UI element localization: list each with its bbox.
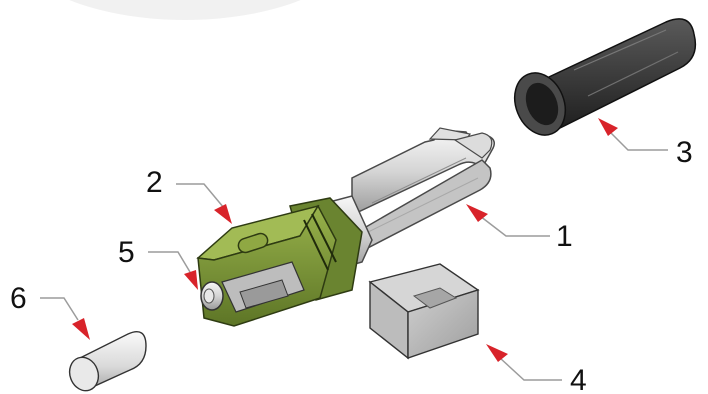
callout-3-leader (607, 129, 668, 151)
ferrule-assembly-barrel (351, 127, 495, 254)
callout-2-arrowhead (214, 204, 232, 224)
callout-1-arrowhead (466, 204, 488, 222)
callout-5-arrowhead (184, 270, 198, 290)
backdrop-circle (69, 0, 301, 20)
callout-4-leader (499, 357, 562, 381)
callout-2-leader (176, 183, 225, 209)
callout-5-leader (148, 251, 191, 273)
callout-3-number: 3 (676, 136, 693, 169)
callout-2-number: 2 (146, 166, 163, 199)
callout-1-leader (479, 215, 550, 237)
callout-1-number: 1 (556, 220, 573, 253)
callout-4-number: 4 (570, 364, 587, 394)
callout-5-number: 5 (118, 236, 135, 269)
callout-4-arrowhead (486, 344, 508, 362)
callout-2: 2 (146, 166, 232, 224)
callout-6-arrowhead (72, 318, 90, 340)
callout-5: 5 (118, 236, 198, 290)
connector-housing-body (196, 197, 363, 327)
strain-relief-boot-part (513, 18, 697, 136)
callout-1: 1 (466, 204, 573, 253)
callout-6-leader (40, 297, 79, 321)
callout-3: 3 (598, 118, 693, 169)
crimp-cap-part (368, 263, 480, 360)
connector-assembly (196, 127, 495, 327)
ferrule-tip-part (200, 281, 224, 311)
callout-6-number: 6 (10, 282, 27, 315)
callout-3-arrowhead (598, 118, 618, 136)
callout-4: 4 (486, 344, 587, 394)
dust-cap-part (68, 331, 147, 392)
callout-6: 6 (10, 282, 90, 340)
